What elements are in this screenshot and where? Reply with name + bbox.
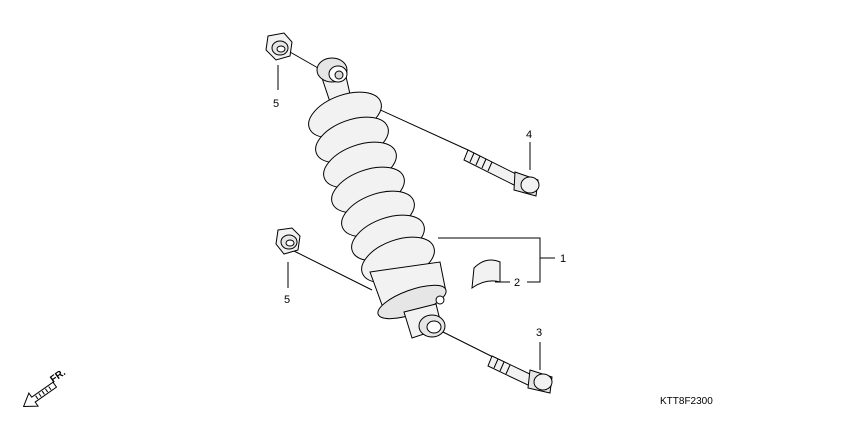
shock-absorber xyxy=(308,57,447,339)
diagram-code: KTT8F2300 xyxy=(660,396,713,407)
label-sticker xyxy=(471,259,501,290)
front-direction-indicator: FR. xyxy=(22,367,68,407)
front-label: FR. xyxy=(48,367,68,385)
front-arrow-icon xyxy=(22,381,58,407)
spring-coils xyxy=(308,91,435,284)
callout-label-sticker: 2 xyxy=(514,277,520,289)
callout-shock-absorber: 1 xyxy=(560,253,566,265)
upper-bolt xyxy=(463,149,540,197)
lower-nut xyxy=(275,227,301,255)
upper-nut xyxy=(265,32,293,61)
callout-lower-bolt: 3 xyxy=(536,327,542,339)
callout-lower-nut: 5 xyxy=(284,294,290,306)
callout-upper-nut: 5 xyxy=(273,98,279,110)
callout-upper-bolt: 4 xyxy=(526,129,532,141)
lower-bolt xyxy=(487,355,553,394)
